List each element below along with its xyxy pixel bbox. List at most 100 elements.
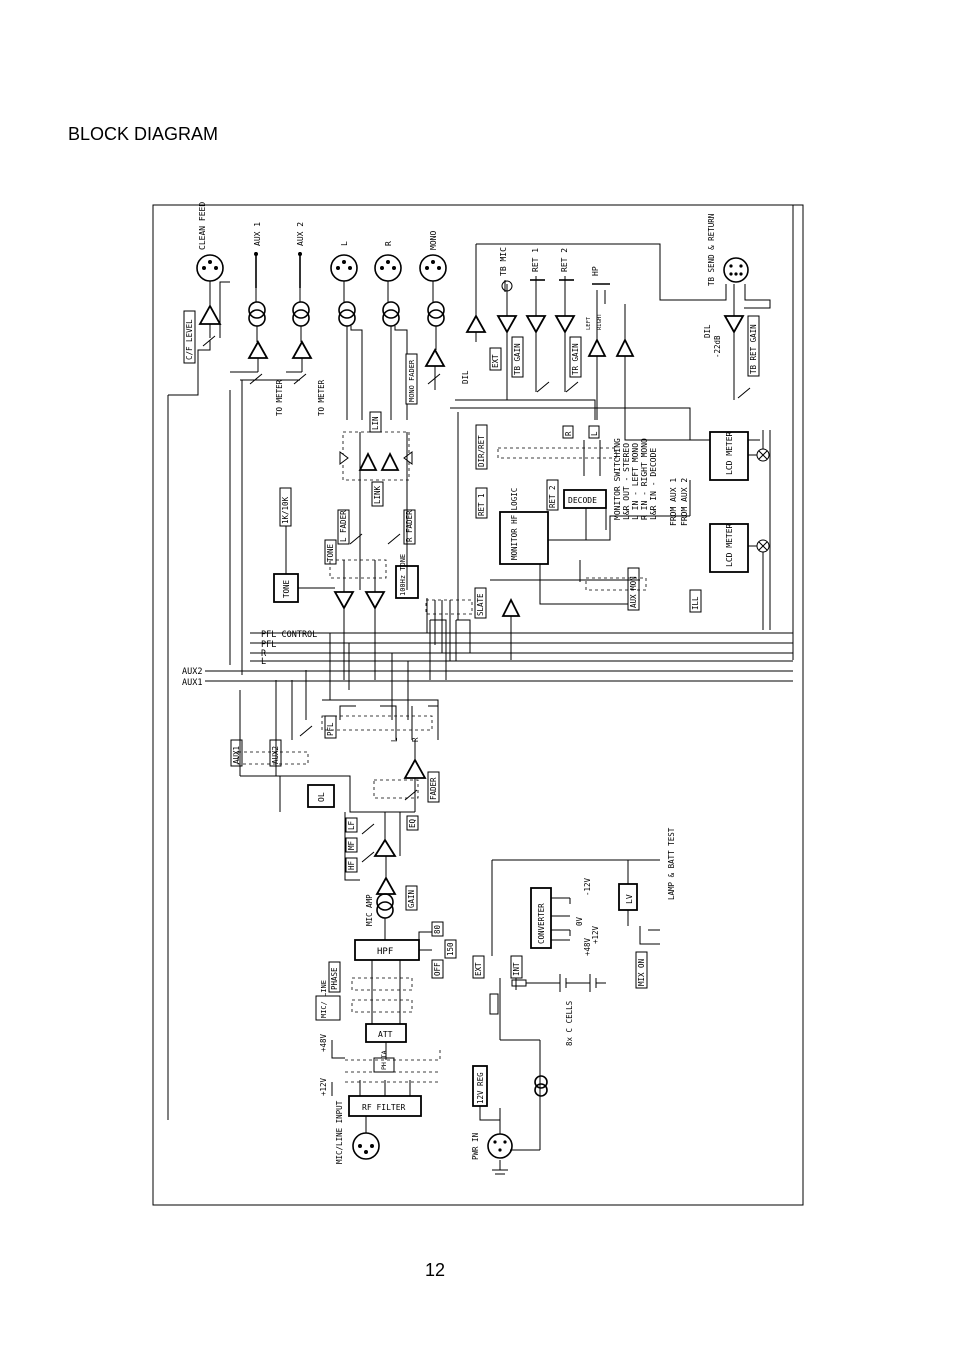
power-wiring xyxy=(479,859,660,1175)
label-ret2-box: RET 2 xyxy=(548,485,557,508)
label-r-sw: R xyxy=(411,737,420,742)
label-hf: HF xyxy=(347,860,356,870)
label-l-in-left-mono: L IN - LEFT MONO xyxy=(631,443,640,520)
label-ret2: RET 2 xyxy=(560,248,569,272)
label-lr-in-decode: L&R IN - DECODE xyxy=(649,448,658,520)
label-left: LEFT xyxy=(586,316,592,330)
jack-ret1 xyxy=(530,276,545,290)
label-phase: PHASE xyxy=(330,967,339,990)
label-dir-ret: DIR/RET xyxy=(477,435,486,467)
label-ext-2: EXT xyxy=(474,962,483,976)
xlr-mono xyxy=(419,254,447,282)
label-monitor: MONITOR HF LOGIC xyxy=(510,488,519,560)
bus-label-aux2: AUX2 xyxy=(182,667,202,677)
label-tb-gain: TB GAIN xyxy=(513,343,522,375)
label-hpf-off: OFF xyxy=(433,962,442,976)
lamp-icons xyxy=(748,430,770,630)
label-tb-ret-gain: TB RET GAIN xyxy=(749,324,758,374)
bus-label-pfl-control: PFL CONTROL xyxy=(261,630,317,640)
label-mf: MF xyxy=(347,840,356,850)
label-plus48v-b: +48V xyxy=(583,937,592,956)
label-mic-amp: MIC AMP xyxy=(365,894,374,926)
bus-label-pfl: PFL xyxy=(261,640,276,650)
label-tb-mic: TB MIC xyxy=(499,247,508,276)
potentiometers xyxy=(202,335,751,863)
label-r-in-right-mono: R IN - RIGHT MONO xyxy=(640,438,649,520)
label-hp: HP xyxy=(591,266,600,276)
page-number: 12 xyxy=(425,1260,446,1280)
label-hpf-150: 150 xyxy=(446,942,455,956)
jack-aux1 xyxy=(254,252,258,288)
label-aux2-out: AUX 2 xyxy=(296,222,305,246)
label-right: RIGHT xyxy=(597,313,603,330)
link-switch-block xyxy=(339,431,413,481)
label-int: INT xyxy=(512,962,521,976)
label-cf-level: C/F LEVEL xyxy=(185,319,194,360)
label-from-aux1: FROM AUX 1 xyxy=(669,478,678,526)
label-ret1-box: RET 1 xyxy=(477,493,486,516)
xlr-pwr-in xyxy=(487,1133,513,1159)
label-cells: 8x C CELLS xyxy=(565,1000,574,1046)
monitor-switching-text: MONITOR SWITCHING L&R OUT - STEREO L IN … xyxy=(613,438,689,526)
label-1k-10k: 1K/10K xyxy=(281,496,290,524)
label-ext-1: EXT xyxy=(491,354,500,368)
label-aux-mon: AUX MON xyxy=(629,576,638,608)
label-tone-gen: TONE xyxy=(282,579,291,598)
output-transformers xyxy=(248,301,445,327)
label-minus22db: -22dB xyxy=(713,335,722,358)
label-12v-reg: 12V REG xyxy=(476,1072,485,1104)
input-wiring xyxy=(331,931,441,1133)
label-mic-line: MIC/ LINE xyxy=(320,980,328,1018)
bus-label-l: L xyxy=(261,657,266,667)
label-ill: ILL xyxy=(691,596,700,610)
label-ret1: RET 1 xyxy=(531,248,540,272)
label-r-fader: R FADER xyxy=(405,510,414,542)
label-lv: LV xyxy=(625,894,634,904)
label-plus48v: +48V xyxy=(319,1033,328,1052)
label-lin: LIN xyxy=(371,416,380,430)
label-l-box: L xyxy=(590,431,599,436)
label-clean-feed: CLEAN FEED xyxy=(198,202,207,250)
label-l-sw: L xyxy=(390,737,399,742)
xlr-tb-send xyxy=(723,257,749,283)
strip-wiring xyxy=(237,633,439,940)
label-l-fader: L FADER xyxy=(339,510,348,542)
label-decode: DECODE xyxy=(568,496,597,505)
label-l-out: L xyxy=(340,241,349,246)
mid-wiring xyxy=(285,432,691,680)
label-link: LINK xyxy=(373,485,382,504)
bus-label-r: R xyxy=(261,649,267,659)
xlr-l xyxy=(330,254,358,282)
label-tone: TONE xyxy=(326,543,335,562)
xlr-mic-line-input xyxy=(352,1132,380,1160)
diagram-frame xyxy=(152,204,804,1206)
xlr-r xyxy=(374,254,402,282)
label-slate: SLATE xyxy=(476,593,485,616)
label-mic-line-input: MIC/LINE INPUT xyxy=(335,1100,344,1164)
label-tr-gain: TR GAIN xyxy=(571,343,580,375)
label-plus12v-b: +12V xyxy=(591,925,600,944)
label-att: ATT xyxy=(378,1030,393,1039)
label-minus12v: -12V xyxy=(583,877,592,896)
label-fader: FADER xyxy=(429,777,438,800)
label-eq: EQ xyxy=(408,818,417,828)
label-r-out: R xyxy=(384,241,393,246)
label-dil-1: DIL xyxy=(461,370,470,384)
tb-mic-connector xyxy=(501,280,513,292)
label-r-box: R xyxy=(564,431,573,436)
label-0v: 0V xyxy=(575,916,584,926)
label-tb-send-return: TB SEND & RETURN xyxy=(707,214,716,286)
label-lamp-batt: LAMP & BATT TEST xyxy=(667,827,676,900)
bus-label-aux1: AUX1 xyxy=(182,678,202,688)
xlr-clean-feed xyxy=(196,254,224,282)
label-lcd-meter-2: LCD METER xyxy=(725,523,734,567)
jack-aux2 xyxy=(298,252,302,288)
jack-ret2 xyxy=(559,276,574,290)
label-100hz-tone: 100Hz TONE xyxy=(399,554,407,596)
label-hpf: HPF xyxy=(377,947,393,957)
label-lf: LF xyxy=(347,820,356,830)
label-ol: OL xyxy=(317,792,326,802)
page-title: BLOCK DIAGRAM xyxy=(68,124,219,144)
label-pfl-sw: PFL xyxy=(326,722,335,736)
